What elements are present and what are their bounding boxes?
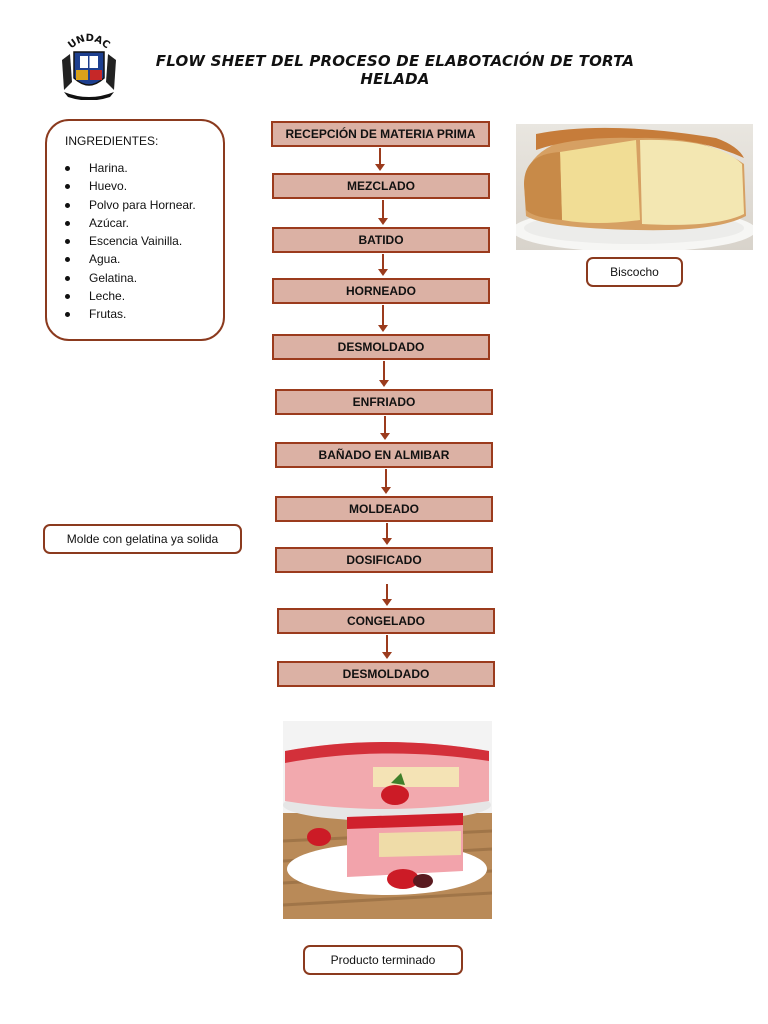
flow-arrow-icon <box>378 254 388 276</box>
logo-text: UNDAC <box>66 33 111 51</box>
finished-product-label: Producto terminado <box>303 945 463 975</box>
ingredient-item: Harina. <box>65 161 223 179</box>
step-desmoldado-1: DESMOLDADO <box>272 334 490 360</box>
undac-logo: UNDAC <box>58 32 120 101</box>
sponge-cake-label: Biscocho <box>586 257 683 287</box>
ingredients-list: Harina. Huevo. Polvo para Hornear. Azúca… <box>65 161 223 326</box>
step-congelado: CONGELADO <box>277 608 495 634</box>
ingredients-box: INGREDIENTES: Harina. Huevo. Polvo para … <box>45 119 225 341</box>
step-enfriado: ENFRIADO <box>275 389 493 415</box>
flow-arrow-icon <box>380 416 390 440</box>
ingredient-item: Leche. <box>65 289 223 307</box>
finished-cake-image <box>283 721 492 919</box>
flow-arrow-icon <box>375 148 385 171</box>
step-mezclado: MEZCLADO <box>272 173 490 199</box>
step-banado-en-almibar: BAÑADO EN ALMIBAR <box>275 442 493 468</box>
flow-arrow-icon <box>382 523 392 545</box>
step-batido: BATIDO <box>272 227 490 253</box>
flow-arrow-icon <box>382 584 392 606</box>
page-title: FLOW SHEET DEL PROCESO DE ELABOTACIÓN DE… <box>155 52 635 88</box>
flow-arrow-icon <box>379 361 389 387</box>
svg-text:UNDAC: UNDAC <box>66 33 111 51</box>
ingredient-item: Frutas. <box>65 307 223 325</box>
flow-arrow-icon <box>378 305 388 332</box>
ingredient-item: Polvo para Hornear. <box>65 198 223 216</box>
flow-arrow-icon <box>381 469 391 494</box>
step-dosificado: DOSIFICADO <box>275 547 493 573</box>
step-moldeado: MOLDEADO <box>275 496 493 522</box>
flow-arrow-icon <box>382 635 392 659</box>
step-desmoldado-2: DESMOLDADO <box>277 661 495 687</box>
mold-gelatin-label: Molde con gelatina ya solida <box>43 524 242 554</box>
ingredient-item: Azúcar. <box>65 216 223 234</box>
step-recepcion-materia-prima: RECEPCIÓN DE MATERIA PRIMA <box>271 121 490 147</box>
ingredients-title: INGREDIENTES: <box>65 134 159 148</box>
ingredient-item: Gelatina. <box>65 271 223 289</box>
sponge-cake-image <box>516 124 753 250</box>
step-horneado: HORNEADO <box>272 278 490 304</box>
ingredient-item: Huevo. <box>65 179 223 197</box>
ingredient-item: Escencia Vainilla. <box>65 234 223 252</box>
flow-arrow-icon <box>378 200 388 225</box>
ingredient-item: Agua. <box>65 252 223 270</box>
